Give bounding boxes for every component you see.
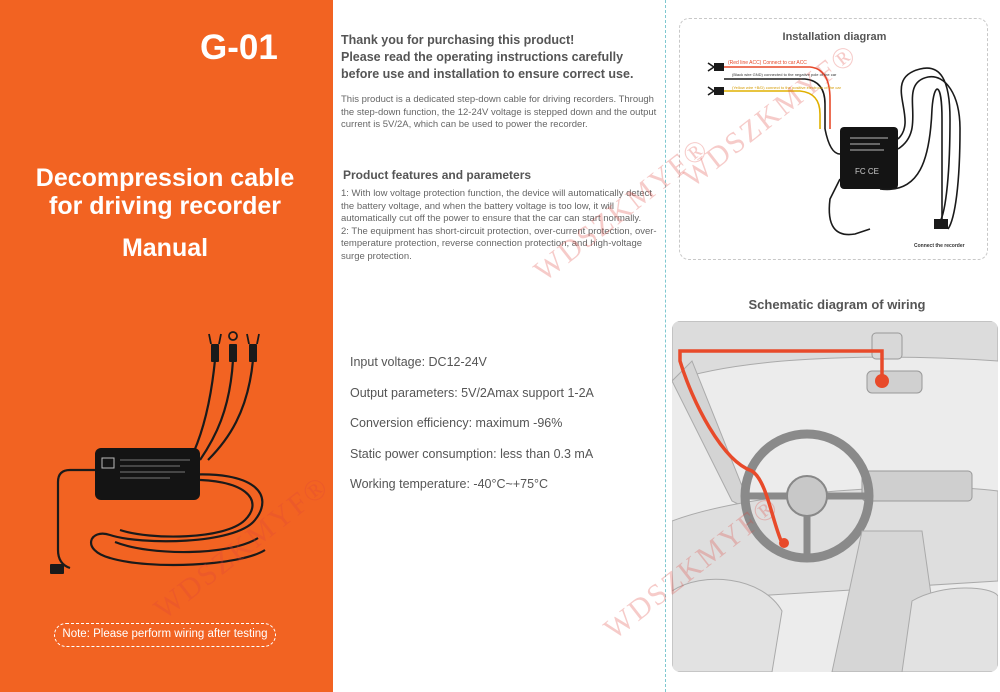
product-title: Decompression cable for driving recorder [0,164,330,220]
thanks-line-1: Thank you for purchasing this product! [341,33,575,47]
param-output: Output parameters: 5V/2Amax support 1-2A [350,385,594,400]
param-temperature: Working temperature: -40°C~+75°C [350,477,549,491]
car-interior-illustration [672,321,998,672]
product-intro: This product is a dedicated step-down ca… [341,94,657,130]
parameters-list: Input voltage: DC12-24V Output parameter… [350,352,650,505]
thanks-line-2: Please read the operating instructions c… [341,50,624,64]
label-red-wire: (Red line ACC) Connect to car ACC [728,60,807,66]
schematic-title: Schematic diagram of wiring [748,297,926,312]
svg-text:FC CE: FC CE [855,167,879,176]
installation-drawing: FC CE (Red line ACC) Connect to car ACC … [707,60,965,249]
label-yellow-wire: (Yellow wire +B/D) connect to the positi… [732,85,842,90]
label-recorder: Connect the recorder [914,243,965,249]
features-heading: Product features and parameters [343,168,532,182]
thanks-message: Thank you for purchasing this product! P… [341,32,661,83]
feature-item: 2: The equipment has short-circuit prote… [341,225,657,262]
param-static-power: Static power consumption: less than 0.3 … [350,446,594,461]
device-illustration [50,331,266,574]
param-efficiency: Conversion efficiency: maximum -96% [350,416,563,430]
panel-divider [665,0,666,692]
features-list: 1: With low voltage protection function,… [341,188,663,263]
wiring-note: Note: Please perform wiring after testin… [54,623,276,647]
feature-item: 1: With low voltage protection function,… [341,188,653,224]
title-line-1: Decompression cable [35,164,295,192]
label-black-wire: (Black wire GND) connected to the negati… [732,72,837,77]
title-line-2: for driving recorder [49,192,281,220]
model-number: G-01 [200,28,278,67]
installation-title: Installation diagram [782,31,887,43]
thanks-line-3: before use and installation to ensure co… [341,67,634,81]
installation-diagram: Installation diagram FC CE (Red line ACC… [679,18,988,260]
manual-label: Manual [121,234,209,262]
param-input-voltage: Input voltage: DC12-24V [350,355,487,369]
car-wiring-drawing [672,321,998,672]
cover-panel: G-01 Decompression cable for driving rec… [0,0,333,692]
instructions-panel: Thank you for purchasing this product! P… [333,0,665,692]
